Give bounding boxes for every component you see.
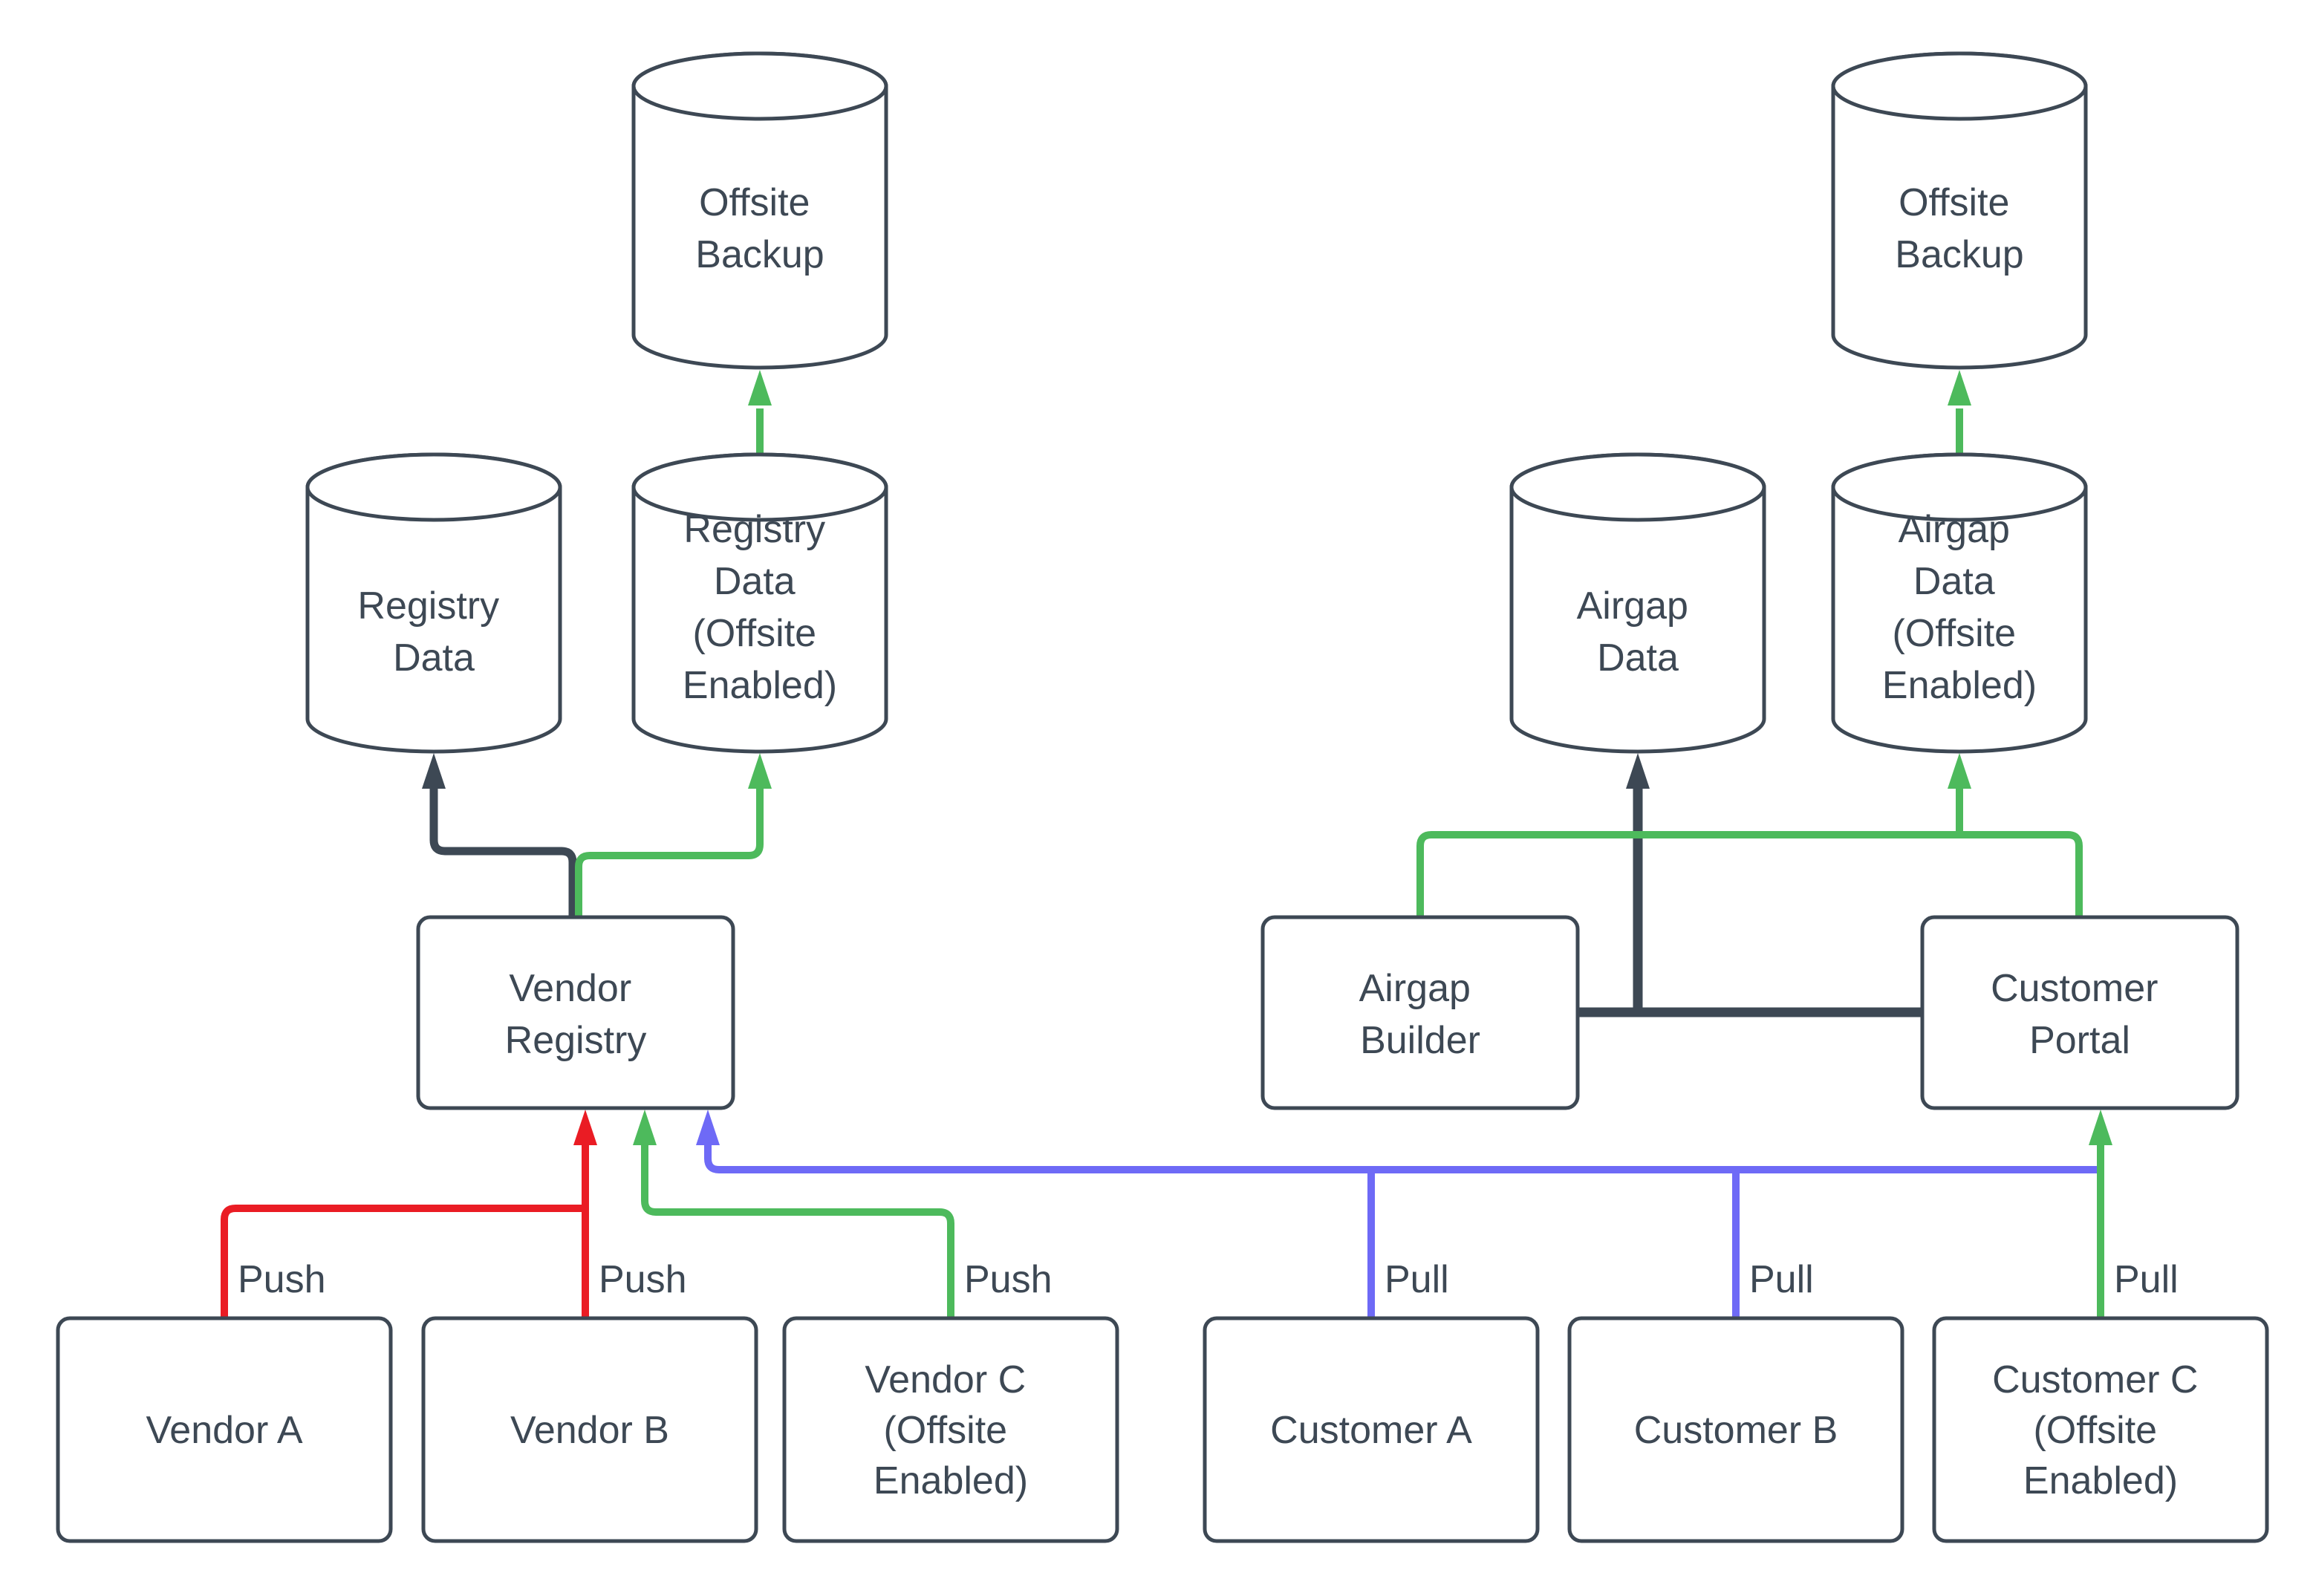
label-customer-c: Customer C (Offsite Enabled) [1992,1358,2209,1502]
arrowhead-airgap-data-offsite [1948,753,1971,789]
edge-label-push-a: Push [238,1258,326,1301]
box-airgap-builder: Airgap Builder [1260,915,1580,1110]
label-offsite-backup-right: Offsite Backup [1895,181,2023,276]
edge-vendor-c-push [641,1145,954,1318]
label-customer-a: Customer A [1270,1409,1472,1452]
edge-vendor-a-push [221,1205,585,1318]
box-vendor-c: Vendor C (Offsite Enabled) [782,1316,1119,1543]
edge-vendor-registry-to-registry-data-offsite [575,789,764,917]
label-registry-data-offsite: Registry Data (Offsite Enabled) [683,508,837,707]
edge-label-pull-a: Pull [1385,1258,1449,1301]
label-registry-data: Registry Data [357,584,510,680]
label-vendor-c: Vendor C (Offsite Enabled) [865,1358,1036,1502]
label-vendor-b: Vendor B [510,1409,669,1452]
arrowhead-offsite-backup-left [748,370,772,405]
arrowhead-vendor-registry-red [573,1110,597,1145]
arrowhead-registry-data-offsite [748,753,772,789]
arrowhead-offsite-backup-right [1948,370,1971,405]
edge-green-builder-portal-link [1416,831,2083,917]
cylinder-registry-data-offsite: Registry Data (Offsite Enabled) [631,452,888,754]
edge-label-pull-b: Pull [1749,1258,1814,1301]
label-vendor-a: Vendor A [146,1409,302,1452]
label-customer-b: Customer B [1634,1409,1838,1452]
arrowhead-registry-data [422,753,446,789]
cylinder-offsite-backup-left: Offsite Backup [631,51,888,370]
label-airgap-builder: Airgap Builder [1359,967,1482,1062]
arrowhead-vendor-registry-blue [696,1110,720,1145]
box-vendor-registry: Vendor Registry [416,915,735,1110]
arrowhead-customer-portal-green [2089,1110,2112,1145]
arrowhead-airgap-data [1626,753,1650,789]
box-customer-b: Customer B [1567,1316,1904,1543]
edge-blue-pull-trunk [704,1145,2101,1173]
box-vendor-a: Vendor A [56,1316,393,1543]
cylinder-airgap-data-offsite: Airgap Data (Offsite Enabled) [1831,452,2088,754]
cylinder-registry-data: Registry Data [305,452,562,754]
box-customer-portal: Customer Portal [1920,915,2239,1110]
edge-label-push-c: Push [964,1258,1053,1301]
label-airgap-data: Airgap Data [1577,584,1699,680]
box-vendor-b: Vendor B [421,1316,758,1543]
cylinder-airgap-data: Airgap Data [1509,452,1766,754]
arrowhead-vendor-registry-green [633,1110,657,1145]
edge-label-push-b: Push [599,1258,687,1301]
cylinder-offsite-backup-right: Offsite Backup [1831,51,2088,370]
label-offsite-backup-left: Offsite Backup [695,181,824,276]
box-customer-c: Customer C (Offsite Enabled) [1932,1316,2269,1543]
edge-label-pull-c: Pull [2114,1258,2179,1301]
label-airgap-data-offsite: Airgap Data (Offsite Enabled) [1882,508,2037,707]
edge-vendor-registry-to-registry-data [429,789,577,917]
box-customer-a: Customer A [1203,1316,1540,1543]
label-vendor-registry: Vendor Registry [505,967,647,1062]
label-customer-portal: Customer Portal [1991,967,2169,1062]
